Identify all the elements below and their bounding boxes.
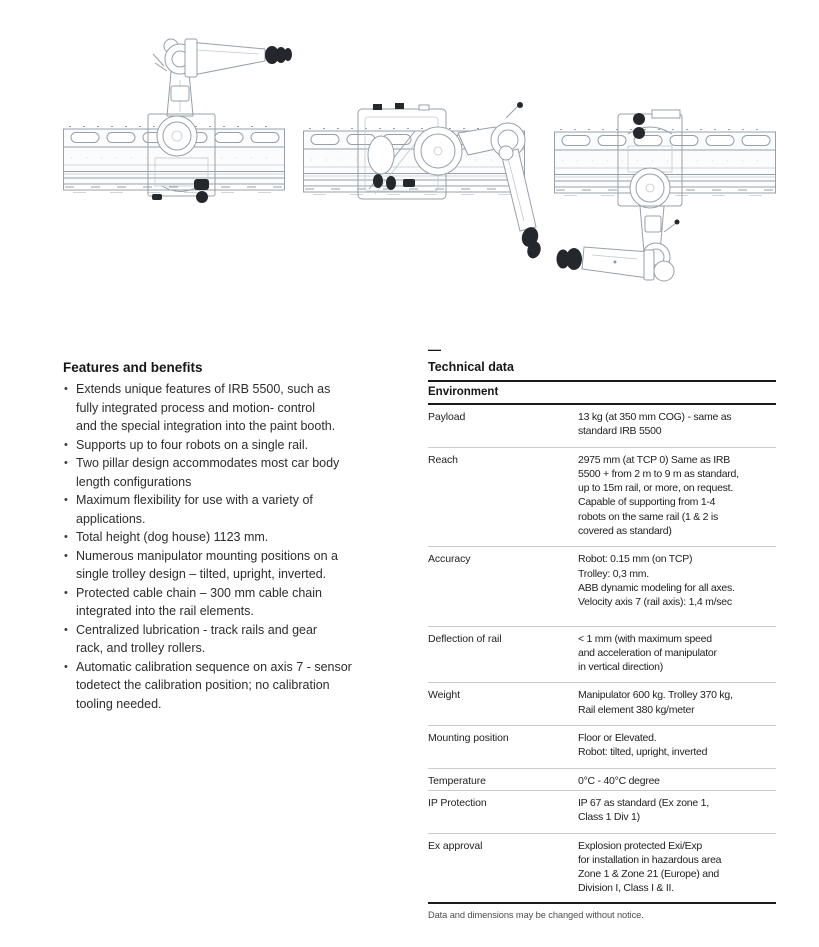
row-label: Mounting position <box>428 732 509 745</box>
robot-figures <box>0 0 819 310</box>
table-row: Payload 13 kg (at 350 mm COG) - same as … <box>428 405 776 448</box>
feature-item: Numerous manipulator mounting positions … <box>63 547 428 584</box>
rule-bottom <box>428 901 776 904</box>
row-label: Ex approval <box>428 839 483 852</box>
row-value: 13 kg (at 350 mm COG) - same as standard… <box>578 411 732 438</box>
table-row: Ex approval Explosion protected Exi/Exp … <box>428 834 776 902</box>
row-label: Payload <box>428 411 466 423</box>
features-list: Extends unique features of IRB 5500, suc… <box>63 380 428 713</box>
features-title: Features and benefits <box>63 360 203 375</box>
row-label: IP Protection <box>428 796 487 809</box>
feature-item: Supports up to four robots on a single r… <box>63 436 428 455</box>
table-row: IP Protection IP 67 as standard (Ex zone… <box>428 791 776 834</box>
features-section: Features and benefits Extends unique fea… <box>63 360 428 713</box>
robot-drawing-inverted <box>554 109 776 282</box>
row-value: Manipulator 600 kg. Trolley 370 kg, Rail… <box>578 689 733 716</box>
feature-item: Two pillar design accommodates most car … <box>63 454 428 491</box>
table-row: Mounting position Floor or Elevated. Rob… <box>428 726 776 769</box>
rule-top <box>428 380 776 382</box>
row-value: < 1 mm (with maximum speed and accelerat… <box>578 632 717 674</box>
row-value: IP 67 as standard (Ex zone 1, Class 1 Di… <box>578 796 709 824</box>
row-value: 2975 mm (at TCP 0) Same as IRB 5500 + fr… <box>578 453 739 538</box>
robot-drawing-tilted <box>303 102 541 259</box>
feature-item: Protected cable chain – 300 mm cable cha… <box>63 584 428 621</box>
table-row: Weight Manipulator 600 kg. Trolley 370 k… <box>428 683 776 727</box>
em-dash-overline: — <box>428 342 441 357</box>
row-value: 0°C - 40°C degree <box>578 774 660 787</box>
technical-rows: Payload 13 kg (at 350 mm COG) - same as … <box>428 405 776 902</box>
row-value: Explosion protected Exi/Exp for installa… <box>578 839 722 895</box>
row-label: Temperature <box>428 774 486 787</box>
feature-item: Maximum flexibility for use with a varie… <box>63 491 428 528</box>
footnote: Data and dimensions may be changed witho… <box>428 909 644 920</box>
environment-header: Environment <box>428 386 499 398</box>
technical-data-title: Technical data <box>428 360 514 374</box>
rule-section <box>428 403 776 405</box>
feature-item: Centralized lubrication - track rails an… <box>63 621 428 658</box>
robot-drawing-upright <box>63 38 292 203</box>
technical-data-section: — Technical data Environment Payload 13 … <box>428 342 776 920</box>
row-label: Deflection of rail <box>428 632 502 645</box>
row-value: Floor or Elevated. Robot: tilted, uprigh… <box>578 732 708 759</box>
feature-item: Automatic calibration sequence on axis 7… <box>63 658 428 714</box>
row-value: Robot: 0.15 mm (on TCP) Trolley: 0,3 mm.… <box>578 553 735 609</box>
row-label: Weight <box>428 689 460 702</box>
row-label: Reach <box>428 453 458 466</box>
robot-drawings-canvas <box>63 38 776 282</box>
table-row: Accuracy Robot: 0.15 mm (on TCP) Trolley… <box>428 547 776 627</box>
row-label: Accuracy <box>428 553 471 566</box>
feature-item: Extends unique features of IRB 5500, suc… <box>63 380 428 436</box>
table-row: Temperature 0°C - 40°C degree <box>428 769 776 791</box>
table-row: Deflection of rail < 1 mm (with maximum … <box>428 627 776 684</box>
table-row: Reach 2975 mm (at TCP 0) Same as IRB 550… <box>428 448 776 548</box>
feature-item: Total height (dog house) 1123 mm. <box>63 528 428 547</box>
